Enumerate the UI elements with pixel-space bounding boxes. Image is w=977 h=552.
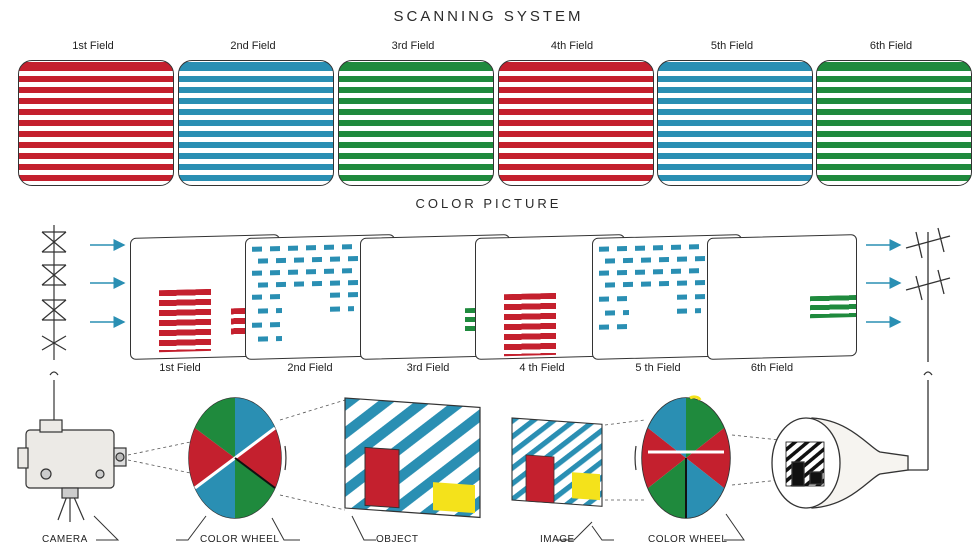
image-caption: IMAGE	[540, 534, 575, 545]
signal-arrows-left	[90, 245, 124, 322]
projection-lines-right	[605, 420, 645, 500]
receive-antenna-icon	[906, 228, 950, 470]
picture-tube-icon	[772, 418, 908, 508]
color-wheel-left-icon	[189, 398, 286, 518]
color-wheel-left-caption: COLOR WHEEL	[200, 534, 279, 545]
color-wheel-right-icon	[635, 397, 730, 518]
object-illustration	[345, 398, 480, 517]
camera-icon	[18, 420, 126, 522]
transmit-antenna-icon	[42, 225, 66, 428]
object-caption: OBJECT	[376, 534, 418, 545]
color-wheel-right-caption: COLOR WHEEL	[648, 534, 727, 545]
image-illustration	[512, 418, 602, 506]
caption-leaders	[94, 514, 744, 540]
signal-arrows-right	[866, 245, 900, 322]
projection-lines-left	[280, 400, 345, 510]
camera-caption: CAMERA	[42, 534, 88, 545]
